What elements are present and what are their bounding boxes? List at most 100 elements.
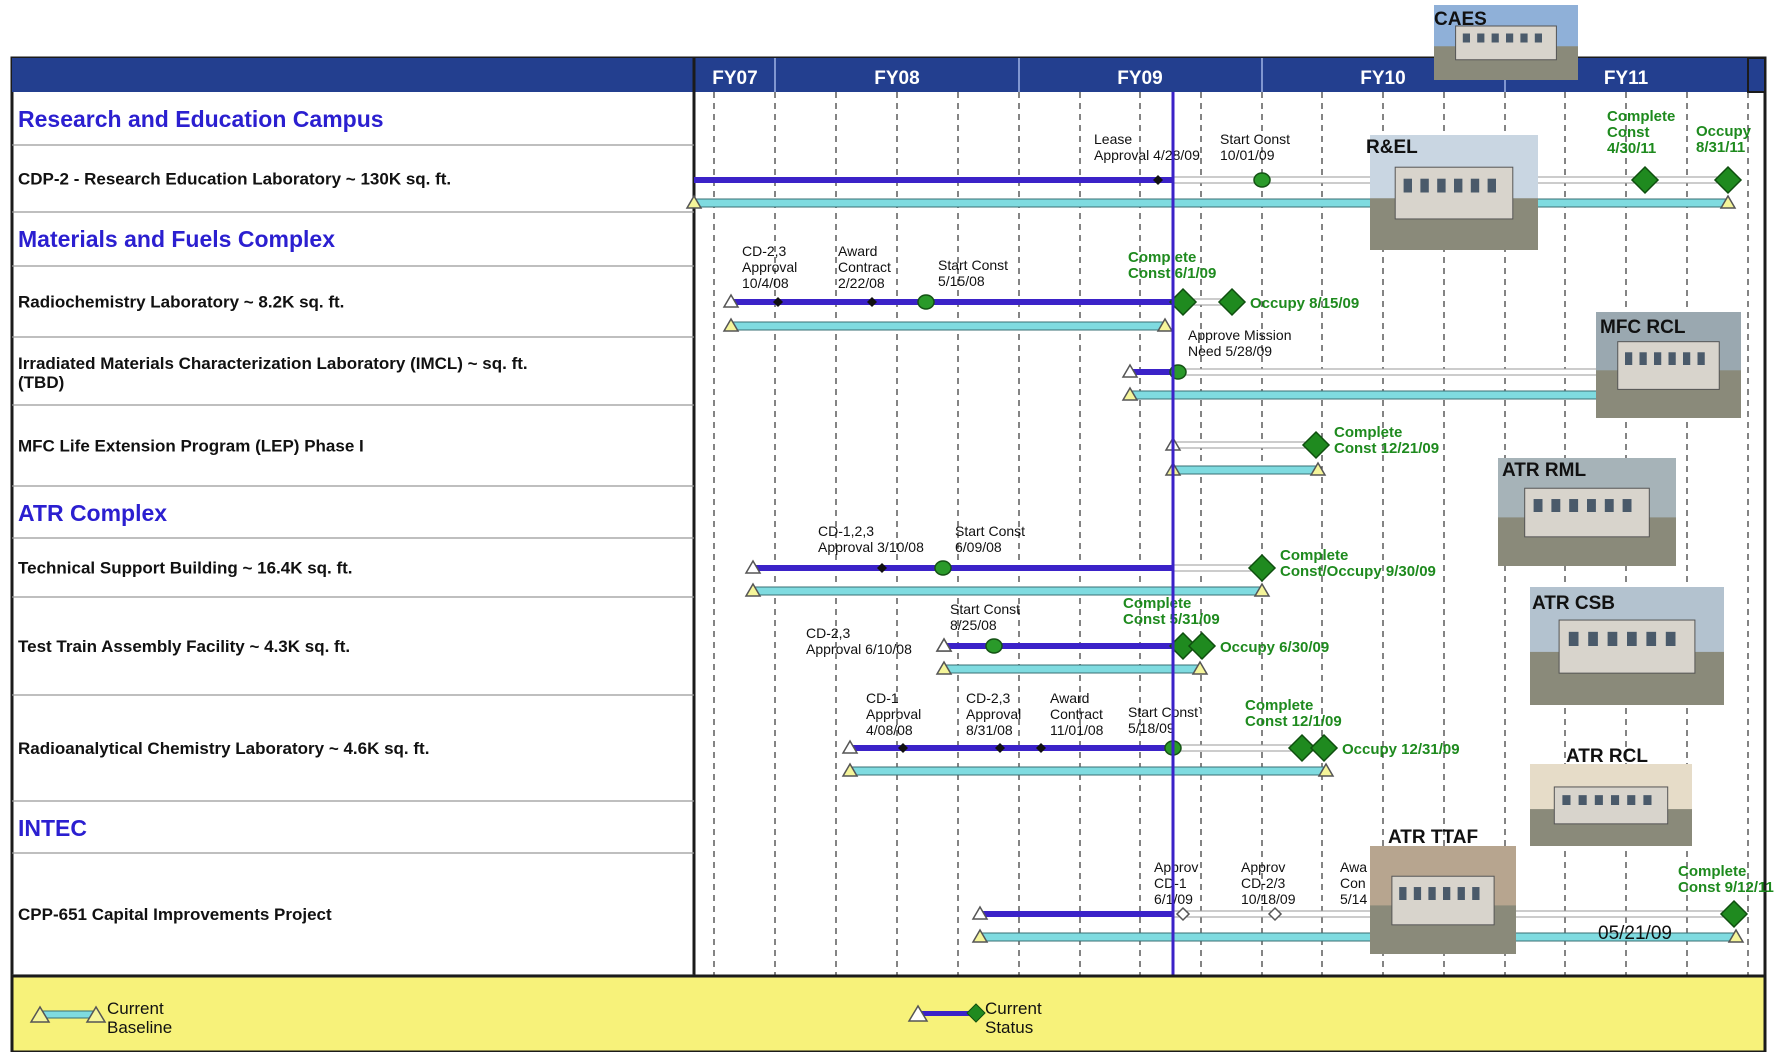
milestone-label: Occupy 8/15/09 bbox=[1250, 295, 1359, 312]
milestone-label-line: 10/4/08 bbox=[742, 275, 789, 291]
photo-window bbox=[1668, 352, 1676, 365]
project-name: Radioanalytical Chemistry Laboratory ~ 4… bbox=[18, 739, 429, 758]
status-bar bbox=[980, 911, 1173, 917]
photo-atr-rcl: ATR RCL bbox=[1530, 746, 1692, 846]
baseline-start-marker bbox=[685, 194, 703, 209]
status-bar bbox=[850, 745, 1173, 751]
milestone-open-diamond bbox=[1267, 906, 1283, 922]
photo-building bbox=[1617, 341, 1720, 390]
photo-window bbox=[1491, 33, 1499, 43]
photo-window bbox=[1462, 33, 1470, 43]
milestone-label-line: 11/01/08 bbox=[1050, 722, 1104, 738]
milestone-label-line: 8/31/11 bbox=[1696, 139, 1745, 156]
project-row: CPP-651 Capital Improvements Project bbox=[18, 905, 332, 924]
status-bar bbox=[1130, 369, 1178, 375]
baseline-bar bbox=[943, 664, 1201, 674]
milestone-label-line: Lease bbox=[1094, 131, 1132, 147]
baseline-start-marker bbox=[744, 582, 762, 597]
fy-header-fy09: FY09 bbox=[1117, 68, 1162, 89]
milestone-label-line: Start Const` bbox=[1128, 704, 1203, 720]
milestone-start-const bbox=[985, 638, 1003, 654]
project-row: Irradiated Materials Characterization La… bbox=[18, 354, 528, 392]
photo-window bbox=[1420, 178, 1429, 193]
baseline-start-marker bbox=[935, 660, 953, 675]
status-start-marker bbox=[841, 739, 859, 754]
milestone-label-line: Complete bbox=[1280, 547, 1348, 564]
milestone-diamond bbox=[1247, 553, 1277, 583]
fy-header-fy11: FY11 bbox=[1604, 68, 1649, 89]
milestone-start-const bbox=[934, 560, 952, 576]
photo-window bbox=[1413, 887, 1422, 900]
milestone-label-line: Const bbox=[1607, 124, 1650, 141]
milestone-label-line: CD-1,2,3 bbox=[818, 523, 874, 539]
milestone-start-const bbox=[1253, 172, 1271, 188]
photo-window bbox=[1665, 631, 1676, 646]
legend-status-diamond bbox=[966, 1003, 986, 1023]
project-row: CDP-2 - Research Education Laboratory ~ … bbox=[18, 170, 451, 189]
baseline-end-marker bbox=[1191, 660, 1209, 675]
photo-window bbox=[1562, 795, 1571, 805]
photo-window bbox=[1470, 178, 1480, 193]
baseline-start-marker bbox=[1121, 386, 1139, 401]
project-row: Technical Support Building ~ 16.4K sq. f… bbox=[18, 559, 353, 578]
header-right-cap bbox=[1747, 57, 1766, 93]
milestone-diamond bbox=[1630, 165, 1660, 195]
baseline-start-marker bbox=[841, 762, 859, 777]
status-start-marker bbox=[1121, 363, 1139, 378]
photo-window bbox=[1568, 631, 1579, 646]
photo-window bbox=[1457, 887, 1465, 900]
photo-label: ATR CSB bbox=[1532, 593, 1615, 614]
photo-window bbox=[1654, 352, 1662, 365]
project-row: Test Train Assembly Facility ~ 4.3K sq. … bbox=[18, 637, 350, 656]
baseline-start-marker bbox=[722, 317, 740, 332]
milestone-label-line: Approval 3/10/08 bbox=[818, 539, 924, 555]
project-name: CDP-2 - Research Education Laboratory ~ … bbox=[18, 170, 451, 189]
milestone-label: Start Const`5/18/09 bbox=[1128, 704, 1203, 736]
milestone-label-line: Start Const bbox=[1220, 131, 1290, 147]
photo-window bbox=[1594, 795, 1603, 805]
photo-label: MFC RCL bbox=[1600, 317, 1686, 338]
baseline-end-marker bbox=[1727, 928, 1745, 943]
milestone-marker bbox=[1153, 175, 1163, 185]
status-start-marker bbox=[971, 905, 989, 920]
photo-window bbox=[1403, 178, 1412, 193]
photo-window bbox=[1428, 887, 1436, 900]
milestone-label-line: Approve Mission bbox=[1188, 327, 1292, 343]
project-name: CPP-651 Capital Improvements Project bbox=[18, 905, 332, 924]
milestone-marker bbox=[773, 297, 783, 307]
milestone-label-line: Occupy 12/31/09 bbox=[1342, 741, 1460, 758]
photo-window bbox=[1627, 795, 1636, 805]
photo-building bbox=[1524, 487, 1650, 538]
legend-status-label-1: Current bbox=[985, 999, 1042, 1018]
legend-baseline-label-2: Baseline bbox=[107, 1018, 172, 1037]
project-name: Test Train Assembly Facility ~ 4.3K sq. … bbox=[18, 637, 350, 656]
milestone-label-line: Complete bbox=[1607, 108, 1675, 125]
photo-caes: CAES bbox=[1434, 5, 1578, 80]
milestone-marker bbox=[867, 297, 877, 307]
photo-window bbox=[1639, 352, 1647, 365]
project-row: MFC Life Extension Program (LEP) Phase I bbox=[18, 437, 364, 456]
section-title-1: Materials and Fuels Complex bbox=[18, 226, 335, 252]
project-name: Irradiated Materials Characterization La… bbox=[18, 354, 528, 392]
legend-baseline-bar bbox=[39, 1010, 97, 1019]
fy-header-fy10: FY10 bbox=[1360, 68, 1405, 89]
milestone-label-line: Const 9/12/11 bbox=[1678, 879, 1774, 896]
milestone-label-line: Occupy 8/15/09 bbox=[1250, 295, 1359, 312]
milestone-label-line: Const/Occupy 9/30/09 bbox=[1280, 563, 1436, 580]
photo-window bbox=[1683, 352, 1691, 365]
photo-label: CAES bbox=[1434, 9, 1487, 30]
photo-mfc-rcl: MFC RCL bbox=[1596, 312, 1741, 418]
project-row: Radiochemistry Laboratory ~ 8.2K sq. ft. bbox=[18, 293, 344, 312]
milestone-diamond bbox=[1713, 165, 1743, 195]
milestone-marker bbox=[995, 743, 1005, 753]
baseline-bar bbox=[1129, 390, 1601, 400]
status-start-marker bbox=[744, 559, 762, 574]
